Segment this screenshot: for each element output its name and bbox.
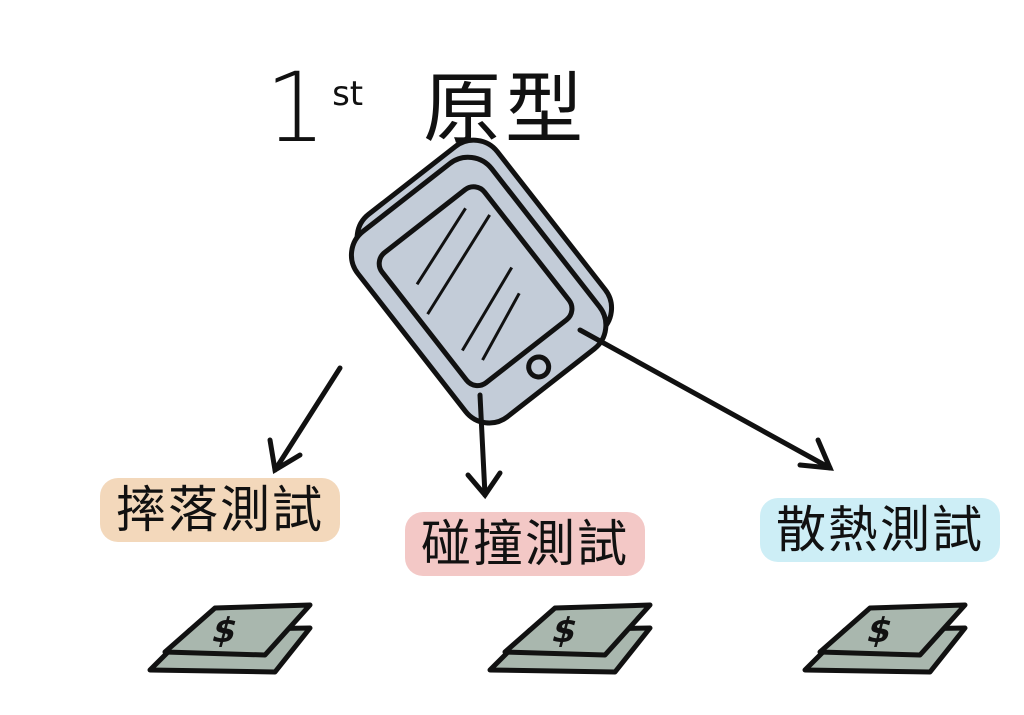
arrow-to-drop-test bbox=[267, 365, 343, 475]
title-superscript: st bbox=[332, 74, 364, 114]
heat-test-label: 散熱測試 bbox=[760, 498, 1000, 562]
phone-icon bbox=[348, 137, 615, 426]
drop-test-label: 摔落測試 bbox=[100, 478, 340, 542]
arrow-to-collision-test bbox=[465, 392, 503, 500]
money-icon-collision: $ bbox=[487, 602, 653, 675]
arrow-to-heat-test bbox=[577, 327, 834, 471]
diagram-title: 1 st 原型 bbox=[265, 60, 587, 156]
title-text: 原型 bbox=[423, 65, 588, 155]
collision-test-label: 碰撞測試 bbox=[405, 512, 645, 576]
money-icon-heat: $ bbox=[802, 602, 968, 675]
title-number: 1 bbox=[265, 52, 327, 164]
money-icon-drop: $ bbox=[147, 602, 313, 675]
